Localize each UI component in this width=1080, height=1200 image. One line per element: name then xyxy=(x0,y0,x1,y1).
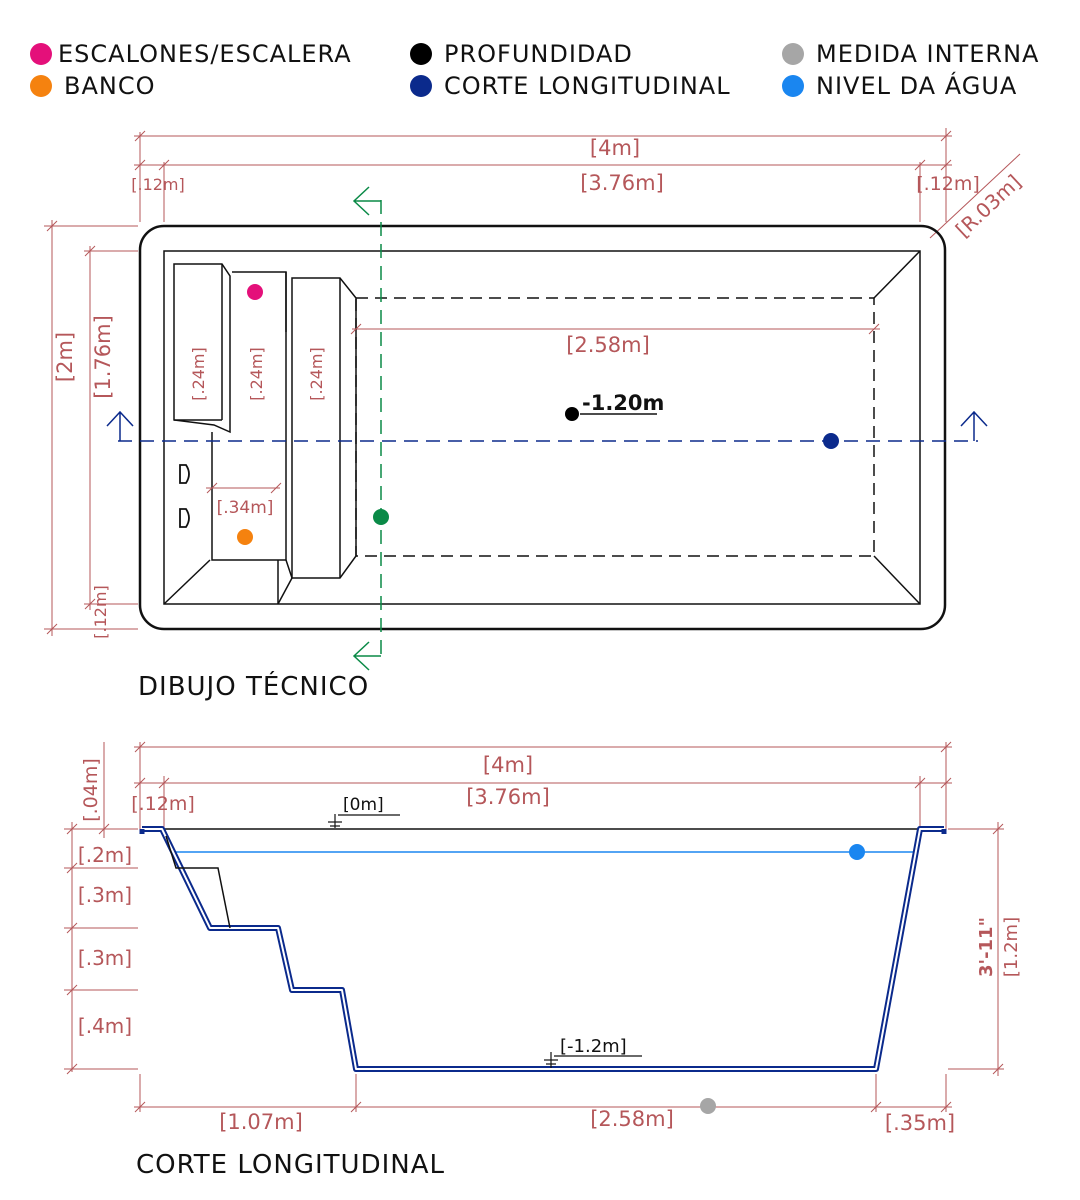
legend-dot-internal xyxy=(782,43,804,65)
section-level-bottom-icon xyxy=(544,1052,642,1068)
section-pool-profile-inner xyxy=(142,828,944,1070)
section-water-marker xyxy=(849,844,865,860)
legend-dot-section xyxy=(410,75,432,97)
plan-skimmer-icon xyxy=(179,508,190,528)
section-dim-steps-length: [1.07m] xyxy=(219,1110,303,1134)
plan-cross-section-marker xyxy=(373,509,389,525)
plan-view-drawing: [4m] [3.76m] [.12m] [.12m] [R.03m] [2m] … xyxy=(44,128,1026,671)
plan-dim-bottom-border: [.12m] xyxy=(91,585,110,639)
plan-pool-inner-edge xyxy=(163,250,921,605)
section-dim-rise-1: [.2m] xyxy=(78,843,132,867)
legend-label-section: CORTE LONGITUDINAL xyxy=(444,72,731,100)
cross-section-arrow-bottom-icon xyxy=(352,641,381,671)
plan-left-dimensions xyxy=(44,220,138,636)
section-level-top: [0m] xyxy=(343,795,384,815)
plan-title: DIBUJO TÉCNICO xyxy=(138,672,370,702)
legend-dot-water xyxy=(782,75,804,97)
plan-dim-deep-length: [2.58m] xyxy=(566,333,650,357)
section-dim-slope-length: [.35m] xyxy=(885,1111,955,1135)
plan-deep-floor xyxy=(355,297,875,557)
plan-bench-marker xyxy=(237,529,253,545)
section-dim-depth-imperial: 3'-11" xyxy=(976,917,997,977)
plan-dim-inner-width: [1.76m] xyxy=(91,315,115,399)
plan-dim-total-width: [2m] xyxy=(53,332,77,382)
legend-item-depth: PROFUNDIDAD xyxy=(410,40,633,68)
section-dim-border: [.12m] xyxy=(131,793,195,815)
section-left-dimensions xyxy=(64,742,138,1075)
plan-dim-step-3: [.24m] xyxy=(307,347,326,401)
section-dim-floor-length: [2.58m] xyxy=(590,1107,674,1131)
section-dim-rise-3: [.3m] xyxy=(78,946,132,970)
section-dim-lip: [.04m] xyxy=(80,758,102,822)
legend-label-bench: BANCO xyxy=(64,72,156,100)
section-internal-marker xyxy=(700,1098,716,1114)
legend-label-internal: MEDIDA INTERNA xyxy=(816,40,1040,68)
plan-slope-lines xyxy=(163,250,921,605)
section-level-bottom: [-1.2m] xyxy=(560,1036,627,1057)
plan-bench-dimension-line xyxy=(206,482,282,494)
plan-dim-step-1: [.24m] xyxy=(189,347,208,401)
plan-steps xyxy=(173,263,357,605)
plan-dim-inner-length: [3.76m] xyxy=(580,171,664,195)
legend-item-section: CORTE LONGITUDINAL xyxy=(410,72,731,100)
section-dim-total-length: [4m] xyxy=(483,753,533,777)
legend-dot-bench xyxy=(30,75,52,97)
plan-dim-total-length: [4m] xyxy=(590,136,640,160)
section-bottom-dimensions xyxy=(134,1074,952,1113)
plan-dim-step-2: [.24m] xyxy=(247,347,266,401)
plan-depth-marker xyxy=(565,407,579,421)
legend-item-bench: BANCO xyxy=(30,72,155,100)
section-dim-rise-4: [.4m] xyxy=(78,1014,132,1038)
section-arrow-left-icon xyxy=(106,410,134,441)
section-dim-inner-length: [3.76m] xyxy=(466,785,550,809)
section-pool-lip xyxy=(139,829,947,834)
plan-top-dimensions xyxy=(134,128,1021,239)
legend-label-water: NIVEL DA ÁGUA xyxy=(816,72,1018,100)
plan-steps-marker xyxy=(247,284,263,300)
legend-item-steps: ESCALONES/ESCALERA xyxy=(30,40,352,68)
plan-deep-length-line xyxy=(350,323,880,335)
plan-dim-bench: [.34m] xyxy=(217,498,274,518)
section-dim-depth-metric: [1.2m] xyxy=(1001,917,1022,977)
legend-item-internal: MEDIDA INTERNA xyxy=(782,40,1039,68)
plan-dim-right-border: [.12m] xyxy=(916,173,980,195)
plan-pool-outer-edge xyxy=(138,224,947,631)
section-pool-profile xyxy=(142,826,944,1072)
section-title: CORTE LONGITUDINAL xyxy=(136,1150,445,1180)
plan-section-marker xyxy=(823,433,839,449)
section-top-dimensions xyxy=(134,741,952,830)
legend-label-depth: PROFUNDIDAD xyxy=(444,40,633,68)
section-right-dimensions xyxy=(948,822,1004,1076)
cross-section-arrow-top-icon xyxy=(352,186,381,216)
legend-label-steps: ESCALONES/ESCALERA xyxy=(58,40,352,68)
plan-dim-left-border: [.12m] xyxy=(131,175,185,194)
legend-dot-steps xyxy=(30,43,52,65)
section-step-detail xyxy=(165,835,231,929)
plan-skimmer-icon xyxy=(179,464,190,484)
section-level-top-icon xyxy=(328,814,400,828)
section-arrow-right-icon xyxy=(960,410,988,441)
plan-depth-label: -1.20m xyxy=(582,391,664,415)
legend-item-water: NIVEL DA ÁGUA xyxy=(782,72,1017,100)
legend-dot-depth xyxy=(410,43,432,65)
section-dim-rise-2: [.3m] xyxy=(78,883,132,907)
